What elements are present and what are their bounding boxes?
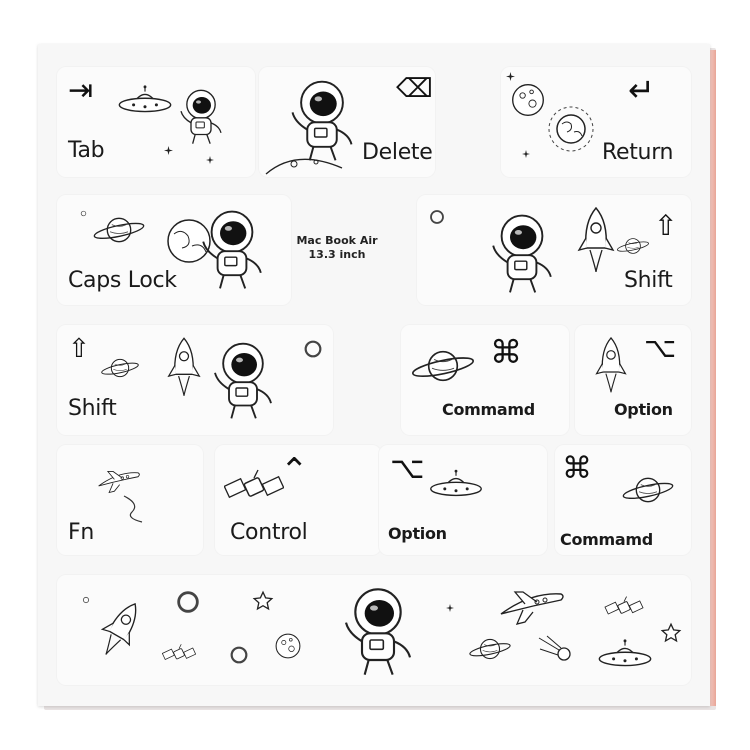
return-key-sticker: ↵ Return [500, 66, 692, 178]
option-right-key-sticker: ⌥ Option [574, 324, 692, 436]
control-label: Control [230, 520, 308, 545]
shift-left-label: Shift [68, 396, 117, 421]
tab-key-sticker: ⇥ Tab [56, 66, 256, 178]
satellite-icon [224, 466, 284, 516]
caps-lock-label: Caps Lock [68, 268, 177, 293]
planet-icon [616, 234, 650, 258]
return-arrow-icon: ↵ [628, 71, 655, 109]
planet-icon [167, 219, 211, 263]
sparkle-icon [82, 596, 90, 604]
planet-small-icon [228, 644, 250, 666]
option-right-label: Option [614, 400, 673, 419]
fn-label: Fn [68, 520, 94, 545]
meteor-icon [534, 634, 574, 664]
planet-icon [408, 344, 478, 388]
planet-small-icon [174, 588, 202, 616]
astronaut-floating-icon [208, 340, 278, 422]
moon-icon [510, 82, 546, 118]
tab-arrow-icon: ⇥ [68, 73, 94, 108]
sparkle-icon [522, 150, 530, 158]
shift-arrow-icon: ⇧ [654, 209, 678, 242]
star-icon [252, 590, 274, 612]
model-size: 13.3 inch [308, 248, 366, 261]
satellite-icon [604, 594, 644, 626]
shift-right-label: Shift [624, 268, 673, 293]
command-right-label: Commamd [442, 400, 535, 419]
earth-orbit-icon [548, 106, 594, 152]
control-caret-icon: ⌃ [280, 451, 309, 491]
delete-backspace-icon: ⌫ [396, 74, 433, 104]
sparkle-icon [506, 72, 515, 81]
return-label: Return [602, 140, 674, 165]
shift-arrow-icon: ⇧ [68, 334, 90, 364]
ufo-icon [596, 638, 654, 676]
model-label: Mac Book Air 13.3 inch [282, 234, 392, 262]
tab-label: Tab [68, 138, 105, 163]
astronaut-icon [176, 86, 226, 148]
command-left-label: Commamd [560, 530, 653, 549]
astronaut-floating-icon [486, 212, 558, 296]
planet-icon [92, 212, 146, 248]
rocket-icon [166, 336, 202, 400]
caps-lock-key-sticker: Caps Lock [56, 194, 292, 306]
sticker-sheet-backing-edge [710, 50, 716, 706]
command-right-key-sticker: ⌘ Commamd [400, 324, 570, 436]
astronaut-icon [196, 208, 268, 292]
satellite-icon [162, 642, 196, 670]
delete-key-sticker: ⌫ Delete [258, 66, 436, 178]
option-left-key-sticker: ⌥ Option [378, 444, 548, 556]
shift-right-key-sticker: ⇧ Shift [416, 194, 692, 306]
delete-label: Delete [362, 140, 433, 165]
moon-surface-icon [265, 158, 343, 175]
model-name: Mac Book Air [296, 234, 378, 247]
sticker-sheet: ⇥ Tab ⌫ Delete ↵ Return Caps Lock Mac Bo… [38, 44, 710, 706]
rocket-icon [594, 334, 628, 398]
sparkle-icon [80, 210, 87, 217]
ufo-icon [116, 84, 174, 122]
spacebar-sticker [56, 574, 692, 686]
planet-icon [100, 354, 140, 382]
command-left-key-sticker: ⌘ Commamd [554, 444, 692, 556]
planet-icon [620, 472, 676, 508]
command-icon: ⌘ [562, 451, 592, 486]
ufo-icon [428, 468, 484, 506]
option-icon: ⌥ [644, 331, 677, 364]
fn-key-sticker: Fn [56, 444, 204, 556]
planet-small-icon [302, 338, 324, 360]
planet-icon [468, 634, 512, 664]
sparkle-icon [164, 146, 173, 155]
rocket-icon [100, 598, 140, 662]
sparkle-icon [206, 156, 214, 164]
command-icon: ⌘ [490, 333, 522, 371]
planet-small-icon [428, 208, 446, 226]
smoke-trail-icon [123, 495, 143, 523]
rocket-icon [576, 206, 616, 276]
star-icon [660, 622, 682, 644]
jet-icon [494, 588, 570, 628]
astronaut-floating-icon [338, 584, 418, 680]
moon-icon [274, 632, 302, 660]
control-key-sticker: ⌃ Control [214, 444, 382, 556]
sparkle-icon [446, 604, 454, 612]
option-left-label: Option [388, 524, 447, 543]
option-icon: ⌥ [390, 451, 425, 486]
shift-left-key-sticker: ⇧ Shift [56, 324, 334, 436]
